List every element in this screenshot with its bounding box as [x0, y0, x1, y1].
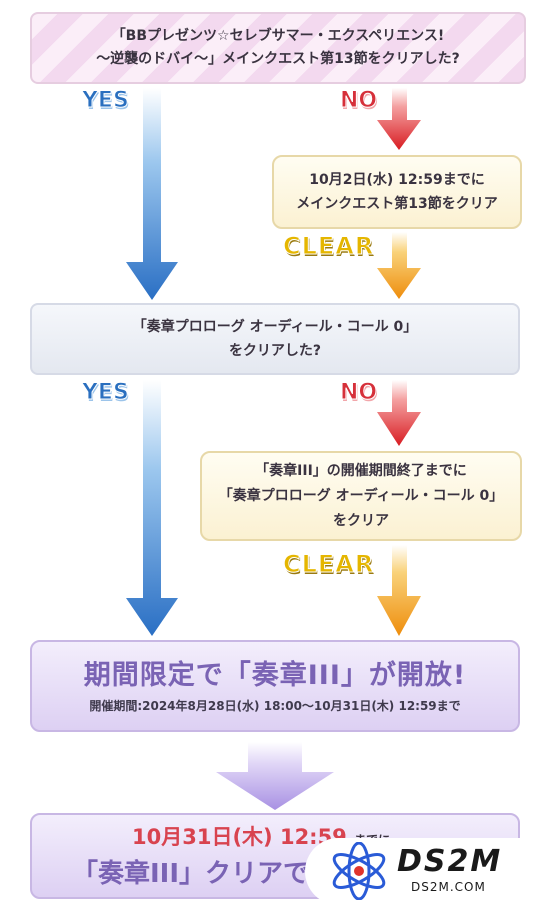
- result-box-clear: 10月31日(木) 12:59 までに 「奏章III」クリアで: [30, 813, 520, 899]
- question-2-line-1: 「奏章プロローグ オーディール・コール 0」: [132, 319, 418, 335]
- yes-arrow-2: [126, 380, 178, 636]
- yes-label-2: YES: [82, 380, 130, 406]
- condition-1-line-1: 10月2日(水) 12:59までに: [309, 172, 485, 188]
- purple-arrow: [216, 742, 334, 810]
- clear-arrow-1: [377, 232, 421, 299]
- clear-label-2: CLEAR: [282, 550, 375, 579]
- condition-1-line-2: メインクエスト第13節をクリア: [296, 196, 498, 212]
- result-clear-date: 10月31日(木) 12:59: [132, 824, 347, 849]
- result-open-period: 開催期間:2024年8月28日(水) 18:00〜10月31日(木) 12:59…: [89, 699, 461, 713]
- result-box-open: 期間限定で「奏章III」が開放! 開催期間:2024年8月28日(水) 18:0…: [30, 640, 520, 732]
- clear-label-1: CLEAR: [282, 232, 375, 261]
- question-2-line-2: をクリアした?: [228, 343, 322, 359]
- no-label-1: NO: [339, 88, 378, 114]
- result-clear-text: 「奏章III」クリアで: [72, 858, 310, 889]
- yes-label-1: YES: [82, 88, 130, 114]
- condition-box-1: 10月2日(水) 12:59までに メインクエスト第13節をクリア: [272, 155, 522, 229]
- condition-2-line-2: 「奏章プロローグ オーディール・コール 0」: [218, 487, 504, 504]
- watermark-name: DS2M: [397, 844, 503, 879]
- no-arrow-1: [377, 88, 421, 150]
- question-1-line-1: 「BBプレゼンツ☆セレブサマー・エクスペリエンス!: [111, 28, 445, 44]
- result-open-title: 期間限定で「奏章III」が開放!: [83, 660, 467, 691]
- clear-arrow-2: [377, 545, 421, 636]
- condition-2-line-1: 「奏章III」の開催期間終了までに: [255, 462, 467, 479]
- yes-arrow-1: [126, 88, 178, 300]
- watermark: DS2M DS2M.COM: [305, 838, 553, 905]
- question-box-2: 「奏章プロローグ オーディール・コール 0」 をクリアした?: [30, 303, 520, 375]
- no-arrow-2: [377, 380, 421, 446]
- atom-logo-icon: [332, 842, 386, 900]
- question-1-line-2: 〜逆襲のドバイ〜」メインクエスト第13節をクリアした?: [96, 51, 460, 67]
- condition-box-2: 「奏章III」の開催期間終了までに 「奏章プロローグ オーディール・コール 0」…: [200, 451, 522, 541]
- condition-2-line-3: をクリア: [333, 512, 389, 529]
- watermark-url: DS2M.COM: [411, 880, 486, 894]
- no-label-2: NO: [339, 380, 378, 406]
- question-box-1: 「BBプレゼンツ☆セレブサマー・エクスペリエンス! 〜逆襲のドバイ〜」メインクエ…: [30, 12, 526, 84]
